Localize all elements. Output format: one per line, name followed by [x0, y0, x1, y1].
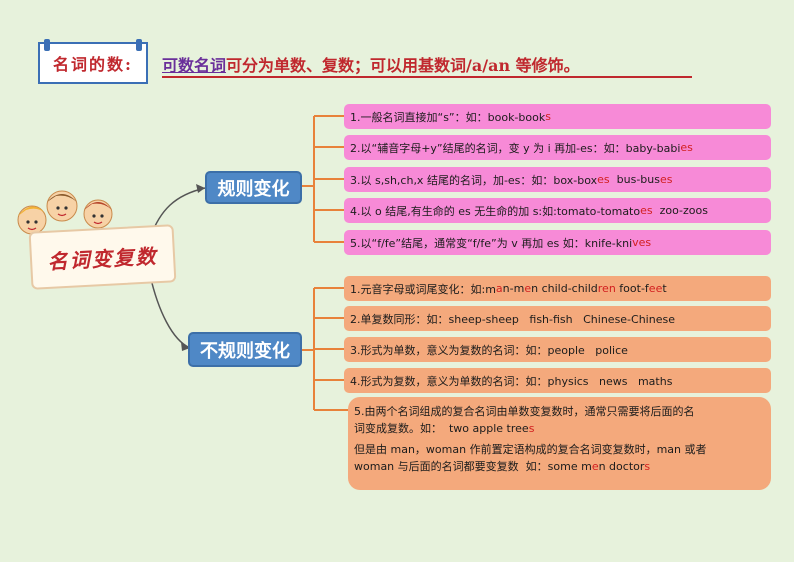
- rule-text: 1.一般名词直接加“s”：如：book-book: [350, 110, 546, 124]
- rule-text: 2.以“辅音字母+y”结尾的名词，变 y 为 i 再加-es：如：baby-ba…: [350, 141, 681, 155]
- compound-line-1: 5.由两个名词组成的复合名词由单数变复数时，通常只需要将后面的名: [354, 405, 695, 418]
- headline: 可数名词可分为单数、复数；可以用基数词/a/an 等修饰。: [162, 52, 580, 76]
- compound-line-4: woman 与后面的名词都要变复数 如：some men doctors: [354, 458, 765, 475]
- compound-suffix: s: [644, 460, 651, 473]
- connector-root-irregular: [149, 274, 191, 349]
- clip-left: [44, 39, 50, 51]
- rule-text: 5.以“f/fe”结尾，通常变“f/fe”为 v 再加 es 如：knife-k…: [350, 236, 633, 250]
- irregular-rule-2: 2.单复数同形：如：sheep-sheep fish-fish Chinese-…: [344, 306, 771, 331]
- rule-changed-letter: ee: [648, 282, 663, 295]
- rule-text: foot-f: [615, 282, 649, 295]
- branch-irregular-label: 不规则变化: [200, 340, 290, 362]
- regular-rule-4: 4.以 o 结尾,有生命的 es 无生命的加 s:如:tomato-tomato…: [344, 198, 771, 223]
- cartoon-kids-illustration: [17, 190, 113, 235]
- rule-changed-letter: e: [524, 282, 532, 295]
- rule-extra: bus-bus: [609, 173, 660, 186]
- branch-regular-label: 规则变化: [217, 178, 290, 200]
- rule-text: 1.元音字母或词尾变化：如:m: [350, 282, 496, 296]
- compound-text: 词变成复数。如： two apple tree: [354, 422, 529, 435]
- rule-changed-letter: a: [495, 282, 503, 295]
- compound-text: n doctor: [598, 460, 645, 473]
- root-node-label: 名词变复数: [47, 243, 159, 274]
- rule-suffix: s: [545, 110, 551, 123]
- compound-suffix: e: [591, 460, 599, 473]
- branch-regular: 规则变化: [205, 171, 302, 204]
- branch-irregular: 不规则变化: [188, 332, 302, 367]
- rule-text: 2.单复数同形：如：sheep-sheep fish-fish Chinese-…: [350, 312, 675, 326]
- rule-suffix: es: [597, 173, 610, 186]
- rule-text: 3.以 s,sh,ch,x 结尾的名词，加-es：如：box-box: [350, 173, 598, 187]
- rule-text: t: [662, 282, 667, 295]
- clip-right: [136, 39, 142, 51]
- compound-line-2: 词变成复数。如： two apple trees: [354, 420, 765, 437]
- regular-rule-5: 5.以“f/fe”结尾，通常变“f/fe”为 v 再加 es 如：knife-k…: [344, 230, 771, 255]
- rule-text: n-m: [502, 282, 525, 295]
- root-node: 名词变复数: [28, 224, 177, 290]
- compound-line-3: 但是由 man，woman 作前置定语构成的复合名词变复数时，man 或者: [354, 443, 707, 456]
- headline-underline: [162, 76, 692, 78]
- rule-text: 3.形式为单数，意义为复数的名词：如：people police: [350, 343, 628, 357]
- arrow-head-irregular: [181, 342, 190, 351]
- rule-suffix: es: [640, 204, 653, 217]
- rule-text: n child-child: [531, 282, 598, 295]
- irregular-rule-3: 3.形式为单数，意义为复数的名词：如：people police: [344, 337, 771, 362]
- rule-text: 4.形式为复数，意义为单数的名词：如：physics news maths: [350, 374, 673, 388]
- rule-suffix: ves: [632, 236, 652, 249]
- irregular-rule-4: 4.形式为复数，意义为单数的名词：如：physics news maths: [344, 368, 771, 393]
- rule-changed-letter: ren: [597, 282, 616, 295]
- rule-extra: zoo-zoos: [652, 204, 708, 217]
- compound-text: woman 与后面的名词都要变复数 如：some m: [354, 460, 592, 473]
- topic-badge-label: 名词的数:: [53, 55, 133, 74]
- irregular-rule-5: 5.由两个名词组成的复合名词由单数变复数时，通常只需要将后面的名 词变成复数。如…: [348, 397, 771, 490]
- headline-lead: 可数名词: [162, 56, 227, 75]
- regular-rule-2: 2.以“辅音字母+y”结尾的名词，变 y 为 i 再加-es：如：baby-ba…: [344, 135, 771, 160]
- arrow-head-regular: [196, 184, 205, 193]
- compound-suffix: s: [528, 422, 535, 435]
- rule-text: 4.以 o 结尾,有生命的 es 无生命的加 s:如:tomato-tomato: [350, 204, 641, 218]
- headline-rest: 可分为单数、复数；可以用基数词/a/an 等修饰。: [226, 56, 580, 75]
- rule-suffix: es: [660, 173, 673, 186]
- topic-badge: 名词的数:: [38, 39, 148, 84]
- rule-suffix: es: [680, 141, 693, 154]
